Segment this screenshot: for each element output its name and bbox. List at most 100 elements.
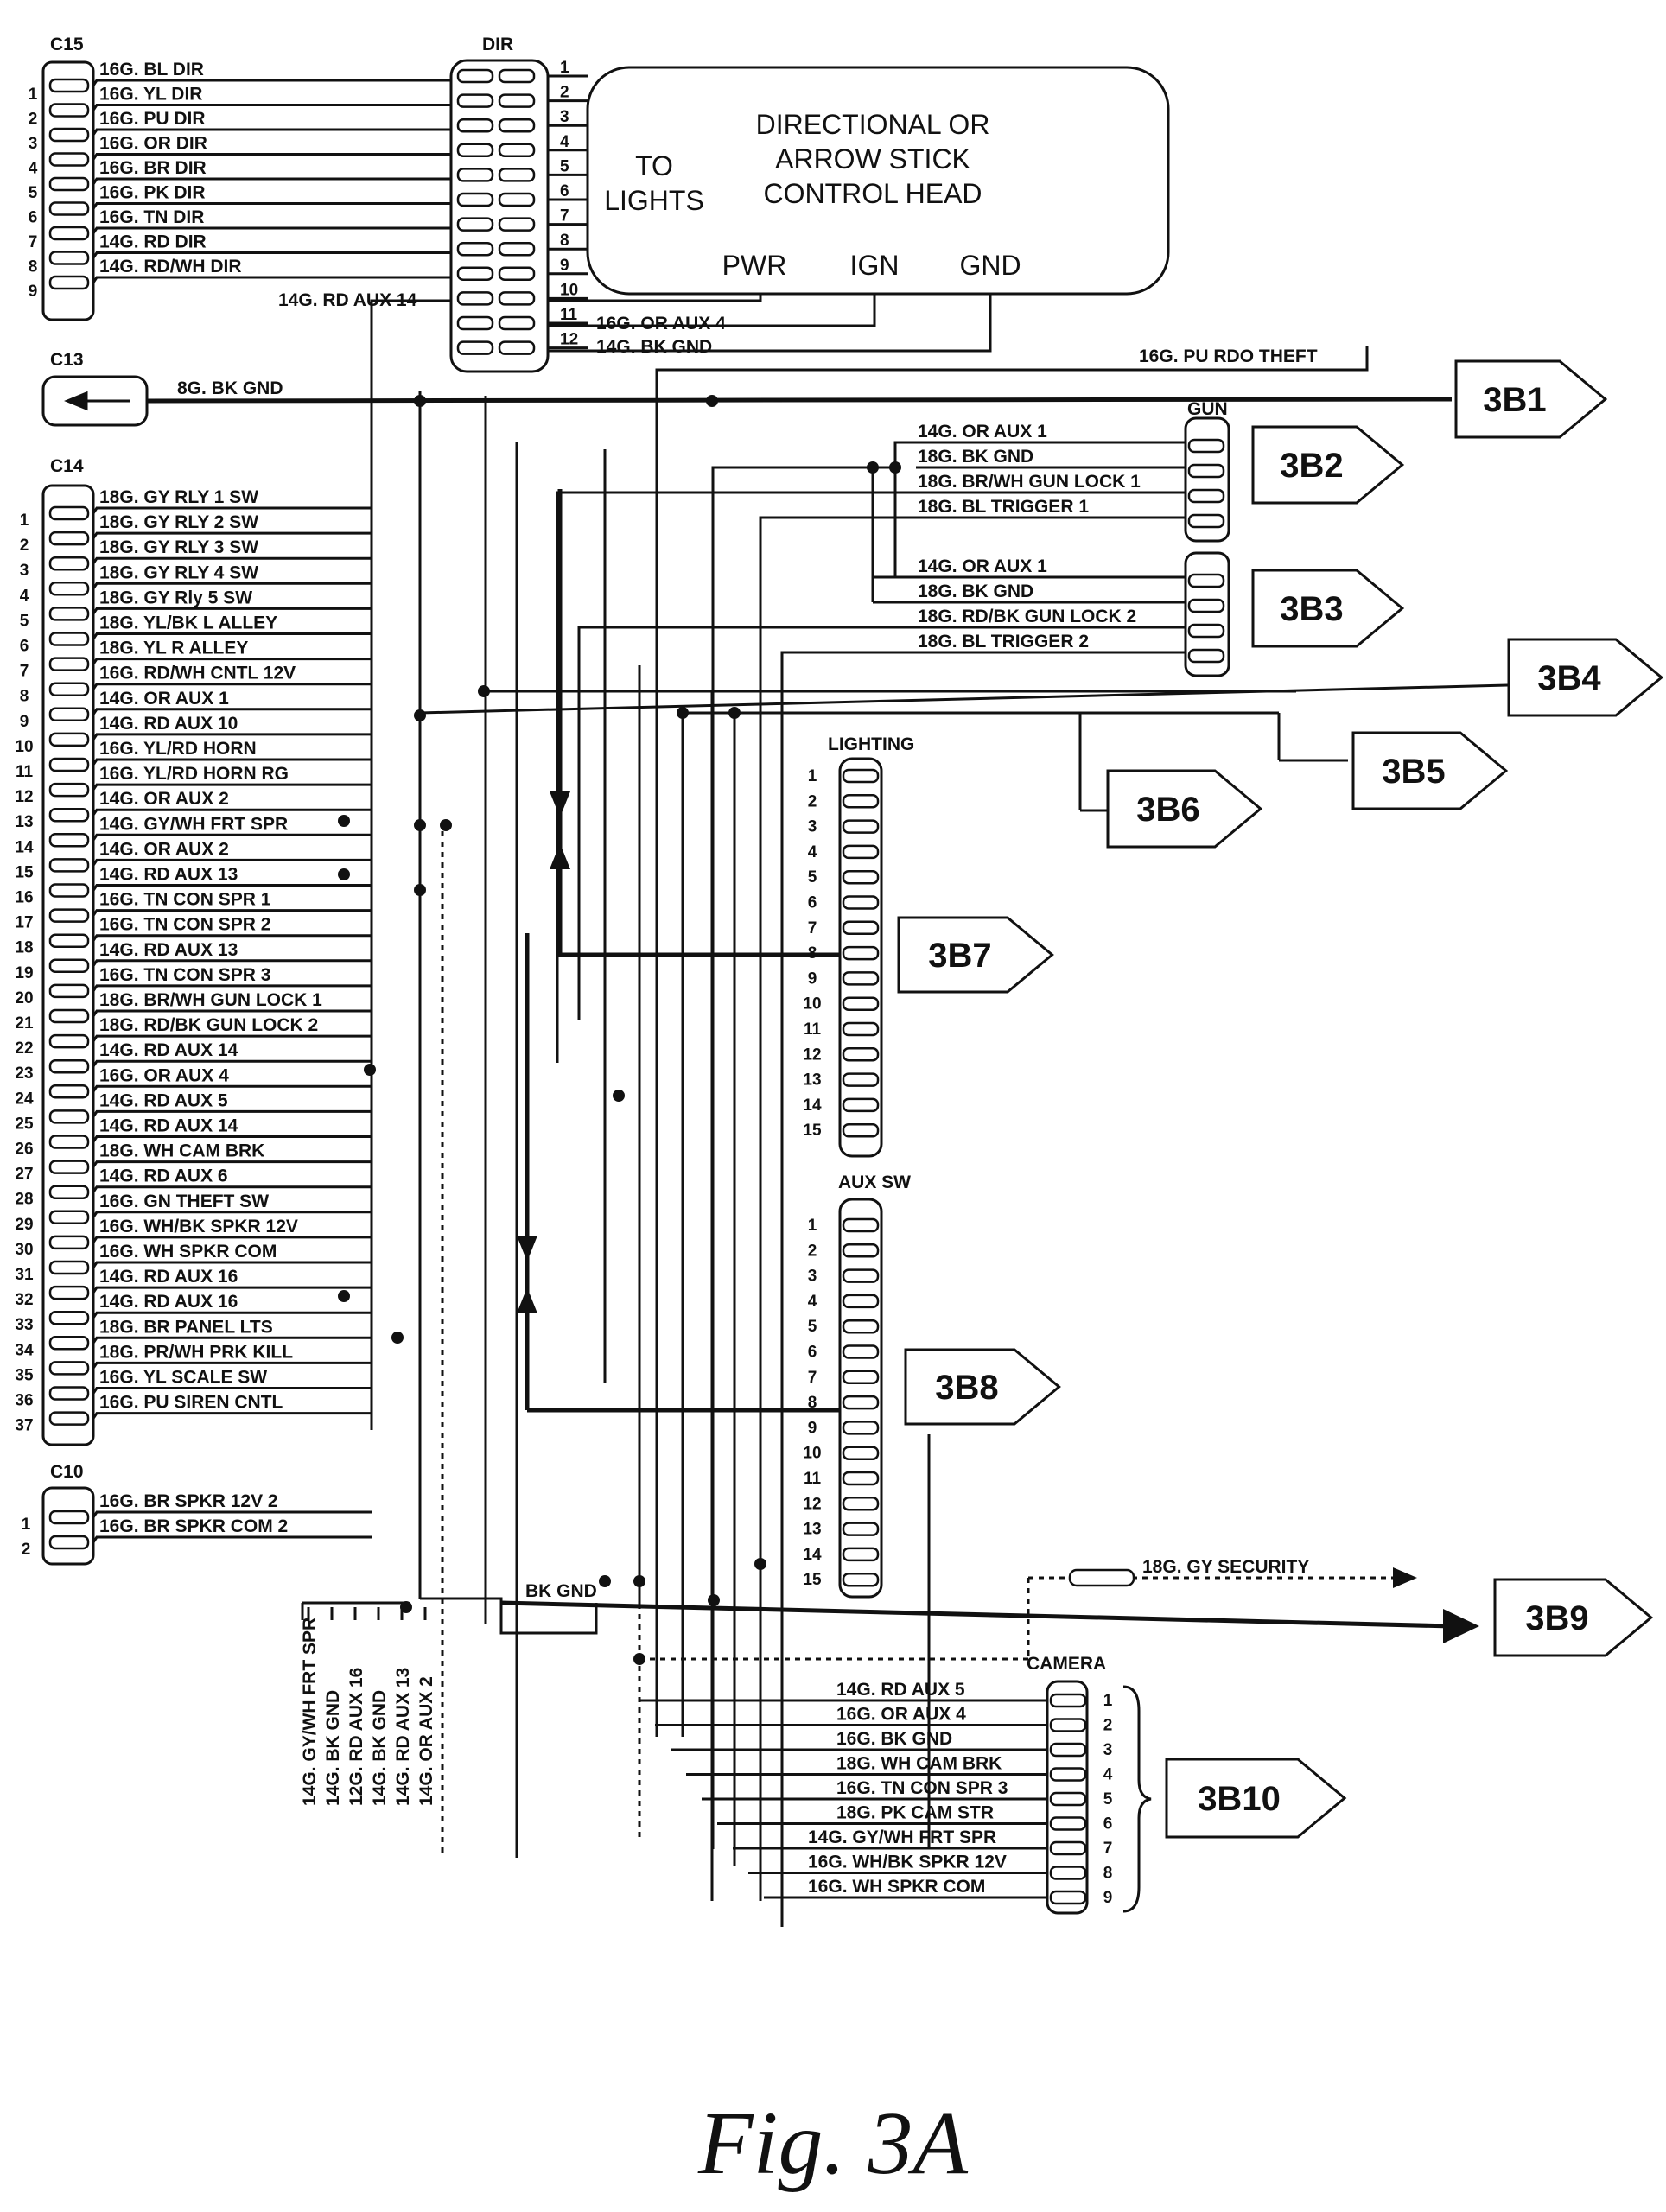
terminal-cavity [48,732,90,747]
terminal-cavity [48,582,90,596]
c14-wire-10: 14G. RD AUX 10 [99,714,238,734]
terminal-cavity [48,607,90,621]
c14-wire-18: 16G. TN CON SPR 2 [99,915,270,935]
c15-pin-5: 5 [29,184,38,202]
junction-dot [391,1332,404,1344]
terminal-cavity [498,93,536,108]
wire-segment [419,681,1608,715]
terminal-cavity [498,168,536,182]
terminal-cavity [48,275,90,290]
terminal-cavity [842,1319,880,1334]
wire-path [759,516,916,1901]
terminal-cavity [48,958,90,974]
lighting-pin-10: 10 [803,995,821,1014]
wire-path [548,294,876,327]
to-lights-line-2: LIGHTS [604,185,704,216]
junction-dot [478,685,490,697]
terminal-cavity [842,1547,880,1562]
c15-wire-1: 16G. BL DIR [99,60,204,79]
junction-dot [889,461,901,474]
terminal-cavity [842,971,880,986]
c10-pin-2: 2 [22,1541,31,1559]
dir-pin-12: 12 [560,331,578,349]
wire-path [92,1535,372,1543]
terminal-cavity [456,118,494,133]
dir-name: DIR [482,35,513,54]
c14-pin-21: 21 [15,1014,34,1033]
c14-pin-numbers: 1234567891011121314151617181920212223242… [15,512,34,1435]
ref-3b3-label: 3B3 [1280,590,1343,628]
c14-wire-14: 14G. GY/WH FRT SPR [99,814,288,834]
relay-diode-icon [517,1287,537,1313]
c14-pin-9: 9 [20,713,29,731]
wire-path [548,294,992,353]
camera-pin-2: 2 [1103,1717,1113,1735]
terminal-cavity [842,1122,880,1138]
dir-pin-11: 11 [560,306,578,324]
terminal-cavity [498,217,536,232]
auxsw-pin-2: 2 [808,1242,817,1260]
camera-pin-9: 9 [1103,1889,1113,1907]
c14-pin-3: 3 [20,562,29,580]
security-fuse-icon [1068,1568,1135,1587]
lighting-pin-6: 6 [808,894,817,912]
c15-pin-8: 8 [29,258,38,276]
ref-3b4 [1507,638,1664,717]
lighting-pin-8: 8 [808,944,817,963]
terminal-cavity [498,340,536,355]
terminal-cavity [1049,1890,1087,1905]
terminal-cavity [1187,648,1225,664]
terminal-cavity [48,983,90,999]
junction-dot [633,1653,645,1665]
c14-pin-27: 27 [15,1166,33,1184]
c14-pin-20: 20 [15,989,33,1007]
terminal-cavity [48,1235,90,1250]
terminal-cavity [48,1260,90,1275]
ref-3b2 [1251,425,1405,505]
junction-dot [440,819,452,831]
auxsw-pin-7: 7 [808,1369,817,1387]
auxsw-pin-10: 10 [803,1445,821,1463]
ref-3b4-label: 3B4 [1537,659,1601,697]
ref-3b1-label: 3B1 [1483,381,1546,419]
c15-wire-3: 16G. PU DIR [99,109,206,129]
c10-wire-1: 16G. BR SPKR 12V 2 [99,1491,278,1511]
terminal-cavity [48,1285,90,1300]
figure-caption: Fig. 3A [697,2094,968,2193]
c14-wire-3: 18G. GY RLY 3 SW [99,537,258,557]
c13-terminal-icon [64,391,130,411]
c14-pin-25: 25 [15,1115,34,1133]
terminal-cavity [498,241,536,257]
lighting-pin-12: 12 [803,1046,821,1064]
terminal-cavity [48,505,90,521]
camera-pin-3: 3 [1103,1741,1113,1759]
c14-wire-6: 18G. YL/BK L ALLEY [99,613,277,633]
c14-pin-33: 33 [15,1316,33,1334]
c14-wire-8: 16G. RD/WH CNTL 12V [99,664,296,683]
c14-wire-19: 14G. RD AUX 13 [99,940,238,960]
c15-wire-4: 16G. OR DIR [99,134,207,154]
terminal-ign: IGN [850,250,900,281]
terminal-cavity [1049,1718,1087,1732]
vertical-wire-label-4: 14G. BK GND [370,1690,390,1806]
wire-path [92,1412,372,1420]
terminal-cavity [48,1361,90,1376]
ref-3b8-label: 3B8 [935,1369,998,1407]
ref-3b5 [1351,731,1509,810]
relay-diode-icon [550,791,570,817]
c15-pin-7: 7 [29,233,38,251]
terminal-cavity [498,118,536,133]
dir-pin-1: 1 [560,59,569,77]
camera-pin-7: 7 [1103,1840,1113,1858]
camera-pin-8: 8 [1103,1865,1113,1883]
terminal-cavity [456,93,494,108]
terminal-cavity [1049,1693,1087,1708]
c14-pin-36: 36 [15,1392,33,1410]
lighting-name: LIGHTING [828,734,914,754]
c15-pin-9: 9 [29,283,38,301]
terminal-cavity [456,266,494,282]
junction-dot [414,395,426,407]
c15-wire-8: 14G. RD DIR [99,232,207,252]
terminal-cavity [498,192,536,207]
